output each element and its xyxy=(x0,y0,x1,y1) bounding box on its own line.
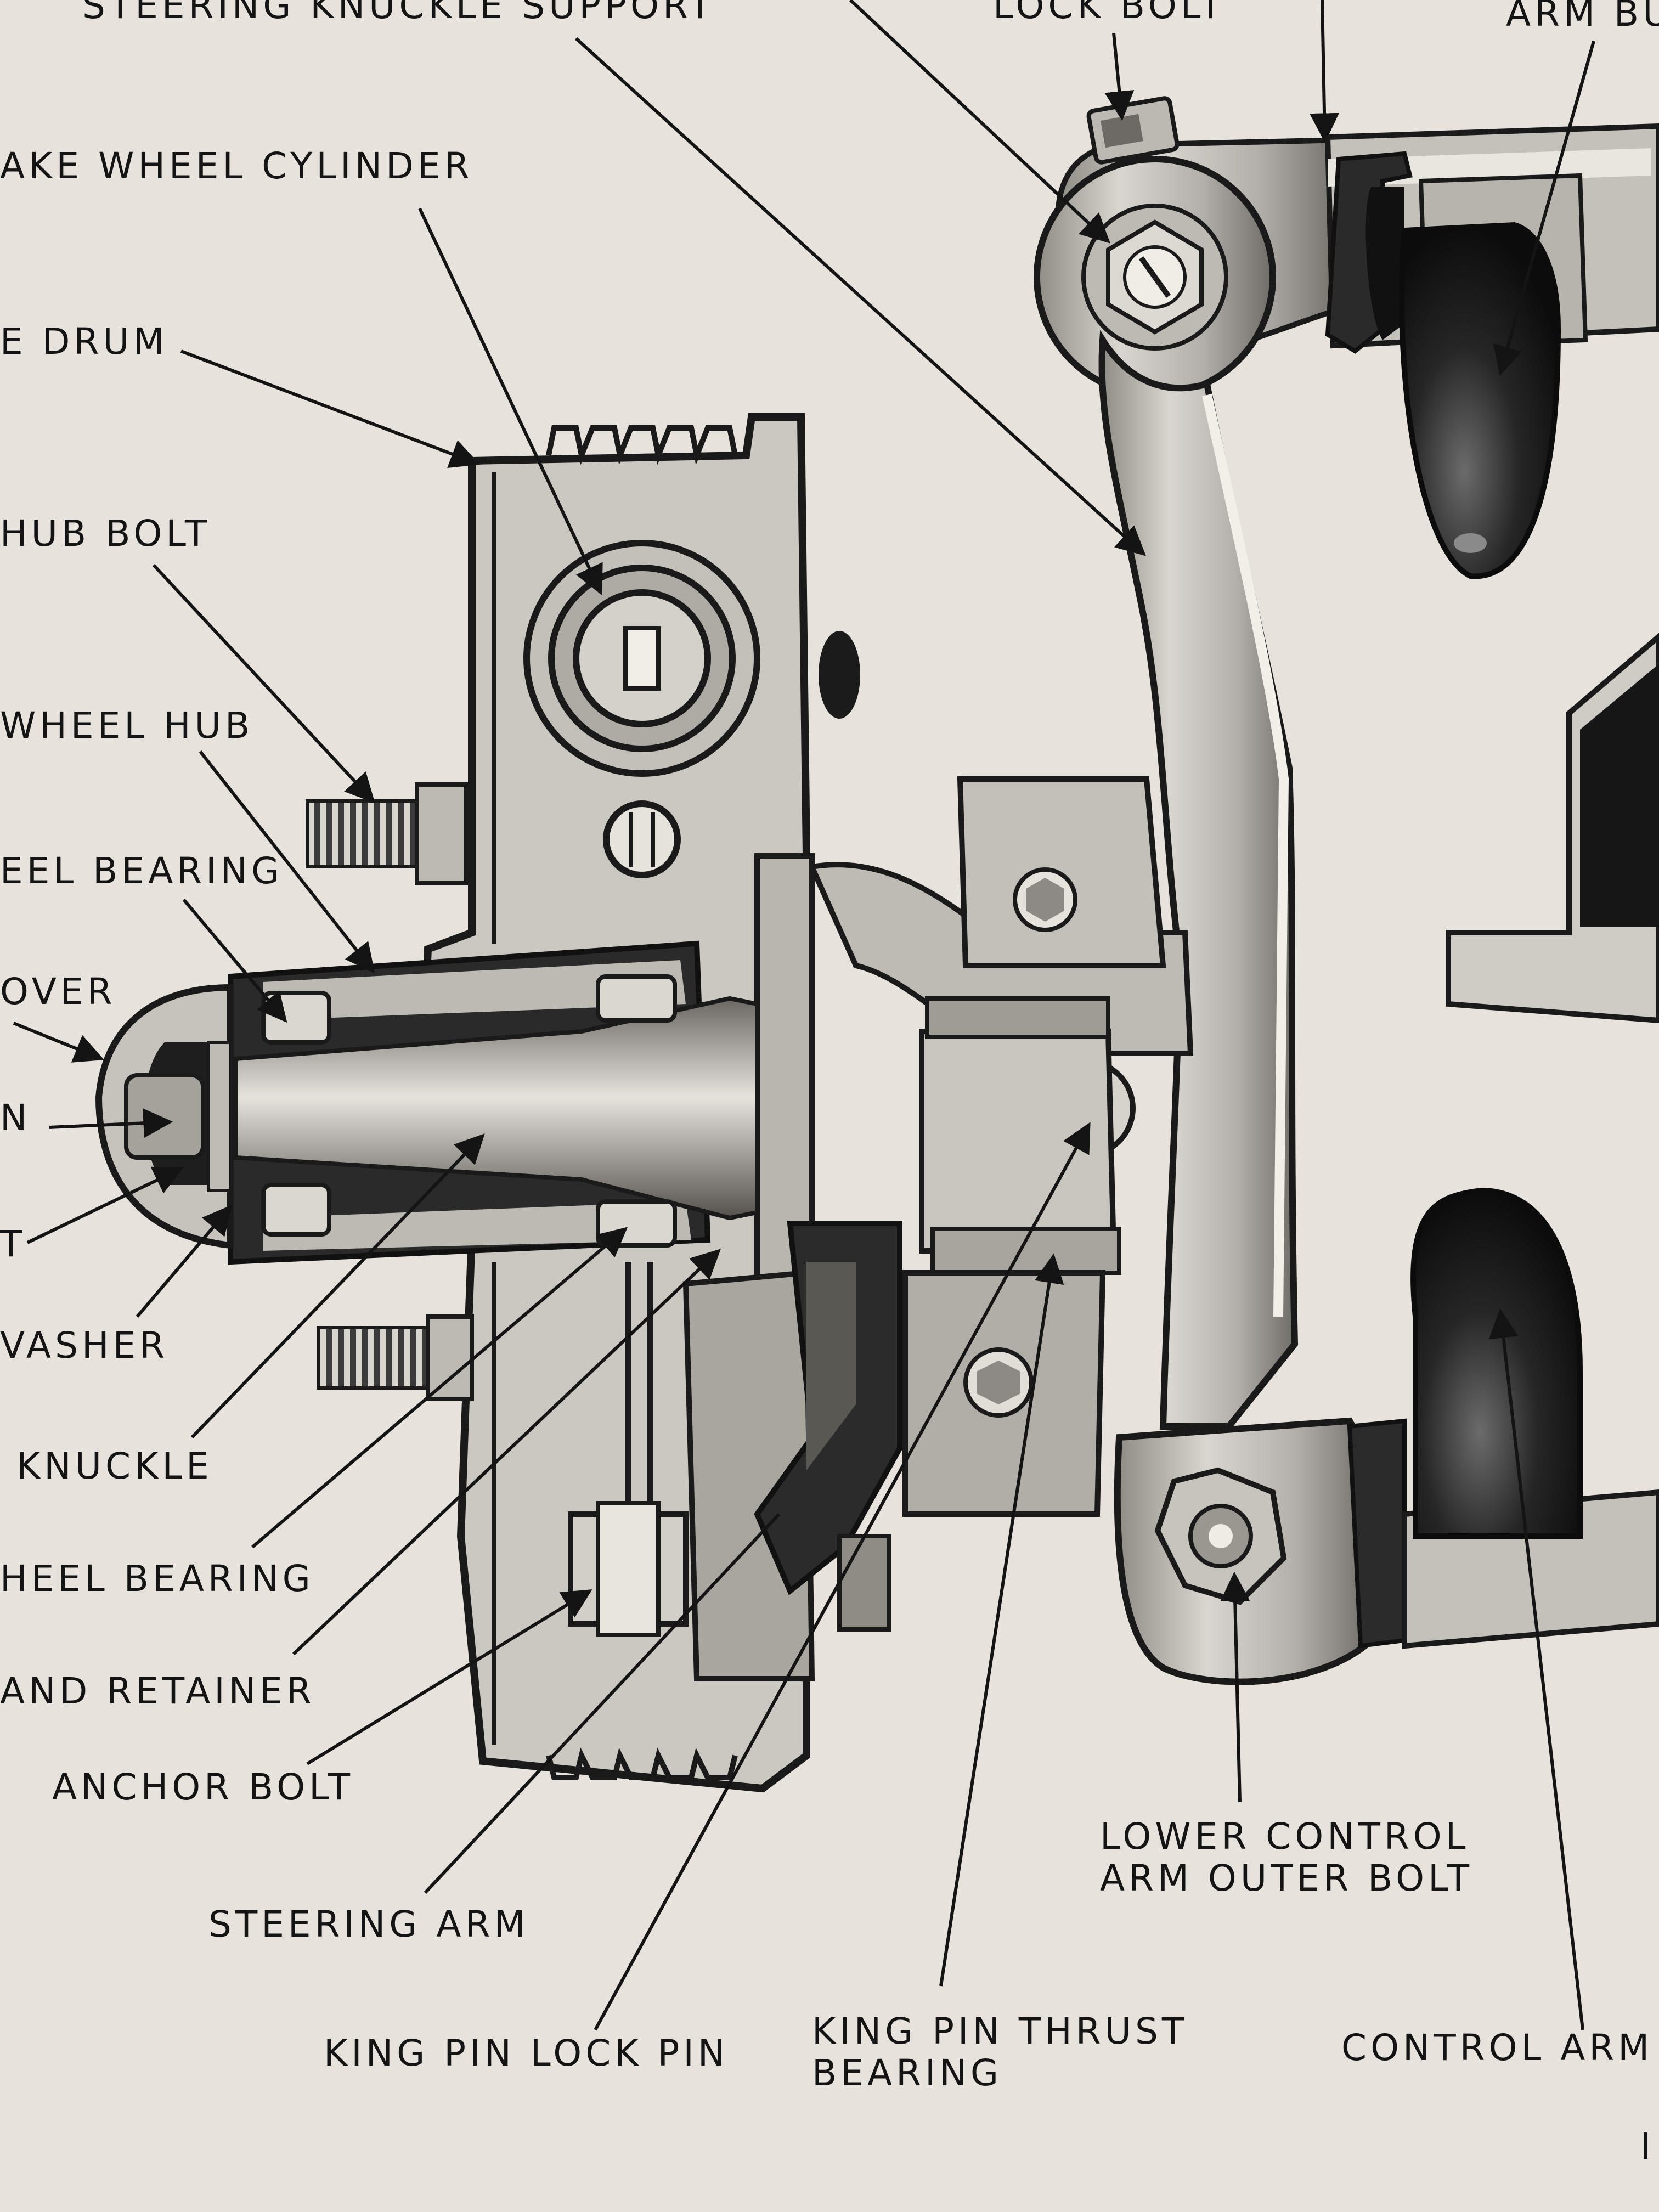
leader-washer xyxy=(136,1204,233,1318)
label-brake-drum: E DRUM xyxy=(0,320,168,363)
label-anchor-bolt: ANCHOR BOLT xyxy=(52,1766,354,1808)
label-lower-control-arm-outer-bolt: LOWER CONTROL ARM OUTER BOLT xyxy=(1100,1816,1473,1899)
coil-spring-seat xyxy=(1446,633,1659,1024)
label-lower-control-arm-outer-bolt-line-1: LOWER CONTROL xyxy=(1100,1815,1470,1858)
upper-eye-bushing xyxy=(1034,156,1276,398)
leader-cotter-pin xyxy=(49,1108,173,1138)
king-pin-housing xyxy=(902,776,1166,1517)
label-wheel-hub: WHEEL HUB xyxy=(0,704,254,747)
hub-bolt-upper xyxy=(306,782,469,885)
label-steering-arm: STEERING ARM xyxy=(208,1903,529,1945)
brake-wheel-cylinder xyxy=(523,540,860,878)
label-cotter-pin: N xyxy=(0,1097,31,1139)
anchor-bolt xyxy=(568,1262,689,1637)
leader-hub-cover xyxy=(13,1022,105,1063)
label-washer: VASHER xyxy=(0,1324,169,1367)
label-control-arm: CONTROL ARM xyxy=(1341,2027,1654,2069)
label-inner-wheel-bearing: HEEL BEARING xyxy=(0,1558,314,1600)
label-king-pin-thrust-bearing-line-2: BEARING xyxy=(812,2051,1002,2094)
leader-king-pin-lock-pin xyxy=(594,1122,1091,2031)
leader-inner-wheel-bearing xyxy=(251,1227,628,1549)
leader-outer-wheel-bearing xyxy=(182,899,287,1023)
leader-anchor-bolt xyxy=(306,1589,592,1765)
leader-wheel-hub xyxy=(199,751,375,974)
steering-arm xyxy=(754,1221,902,1596)
label-steering-knuckle-support: STEERING KNUCKLE SUPPORT xyxy=(82,0,715,27)
leader-steering-knuckle-support xyxy=(574,37,1146,556)
leader-hub-bolt xyxy=(152,563,375,803)
leader-arm-bushing xyxy=(1493,41,1595,376)
leader-steering-arm xyxy=(424,1513,781,1894)
leader-brake-wheel-cylinder xyxy=(418,207,603,595)
lower-control-arm-outer-bolt-head xyxy=(1154,1467,1287,1605)
label-arm-bushing: ARM BU xyxy=(1506,0,1659,35)
upper-lock-bolt xyxy=(1086,96,1180,165)
leader-knuckle xyxy=(190,1133,485,1439)
label-lower-control-arm-outer-bolt-line-2: ARM OUTER BOLT xyxy=(1100,1857,1474,1899)
label-steering-knuckle: KNUCKLE xyxy=(16,1445,213,1487)
king-pin-lock-pin xyxy=(837,1534,891,1632)
upper-bump-stop xyxy=(1399,222,1561,579)
leader-seal-and-retainer xyxy=(292,1249,721,1656)
leader-lines xyxy=(13,0,1595,2031)
leader-brake-drum xyxy=(180,349,481,468)
label-brake-wheel-cylinder: AKE WHEEL CYLINDER xyxy=(0,145,473,187)
leader-arm-bushing-top xyxy=(1310,0,1340,143)
label-nut: T xyxy=(0,1223,26,1265)
label-king-pin-thrust-bearing-line-1: KING PIN THRUST xyxy=(812,2010,1188,2052)
leader-lock-bolt xyxy=(1104,32,1135,121)
label-seal-and-retainer: AND RETAINER xyxy=(0,1670,315,1712)
lower-bump-stop xyxy=(1410,1187,1583,1539)
label-hub-bolt: HUB BOLT xyxy=(0,512,211,555)
label-lock-bolt: LOCK BOLT xyxy=(993,0,1226,27)
outer-wheel-bearing xyxy=(261,991,331,1237)
label-hub-cover: OVER xyxy=(0,970,116,1013)
hub-bolt-lower xyxy=(317,1314,474,1401)
label-king-pin-thrust-bearing: KING PIN THRUST BEARING xyxy=(812,2011,1188,2094)
leader-lower-control-arm-outer-bolt xyxy=(1220,1571,1250,1803)
leader-control-arm xyxy=(1488,1308,1584,2030)
label-outer-wheel-bearing: EEL BEARING xyxy=(0,850,284,892)
leader-nut xyxy=(26,1166,184,1244)
label-king-pin-lock-pin: KING PIN LOCK PIN xyxy=(324,2032,729,2074)
leader-lock-bolt-upper xyxy=(849,0,1110,244)
leader-king-pin-thrust-bearing xyxy=(939,1253,1064,1987)
label-page-fragment: I xyxy=(1640,2125,1655,2168)
